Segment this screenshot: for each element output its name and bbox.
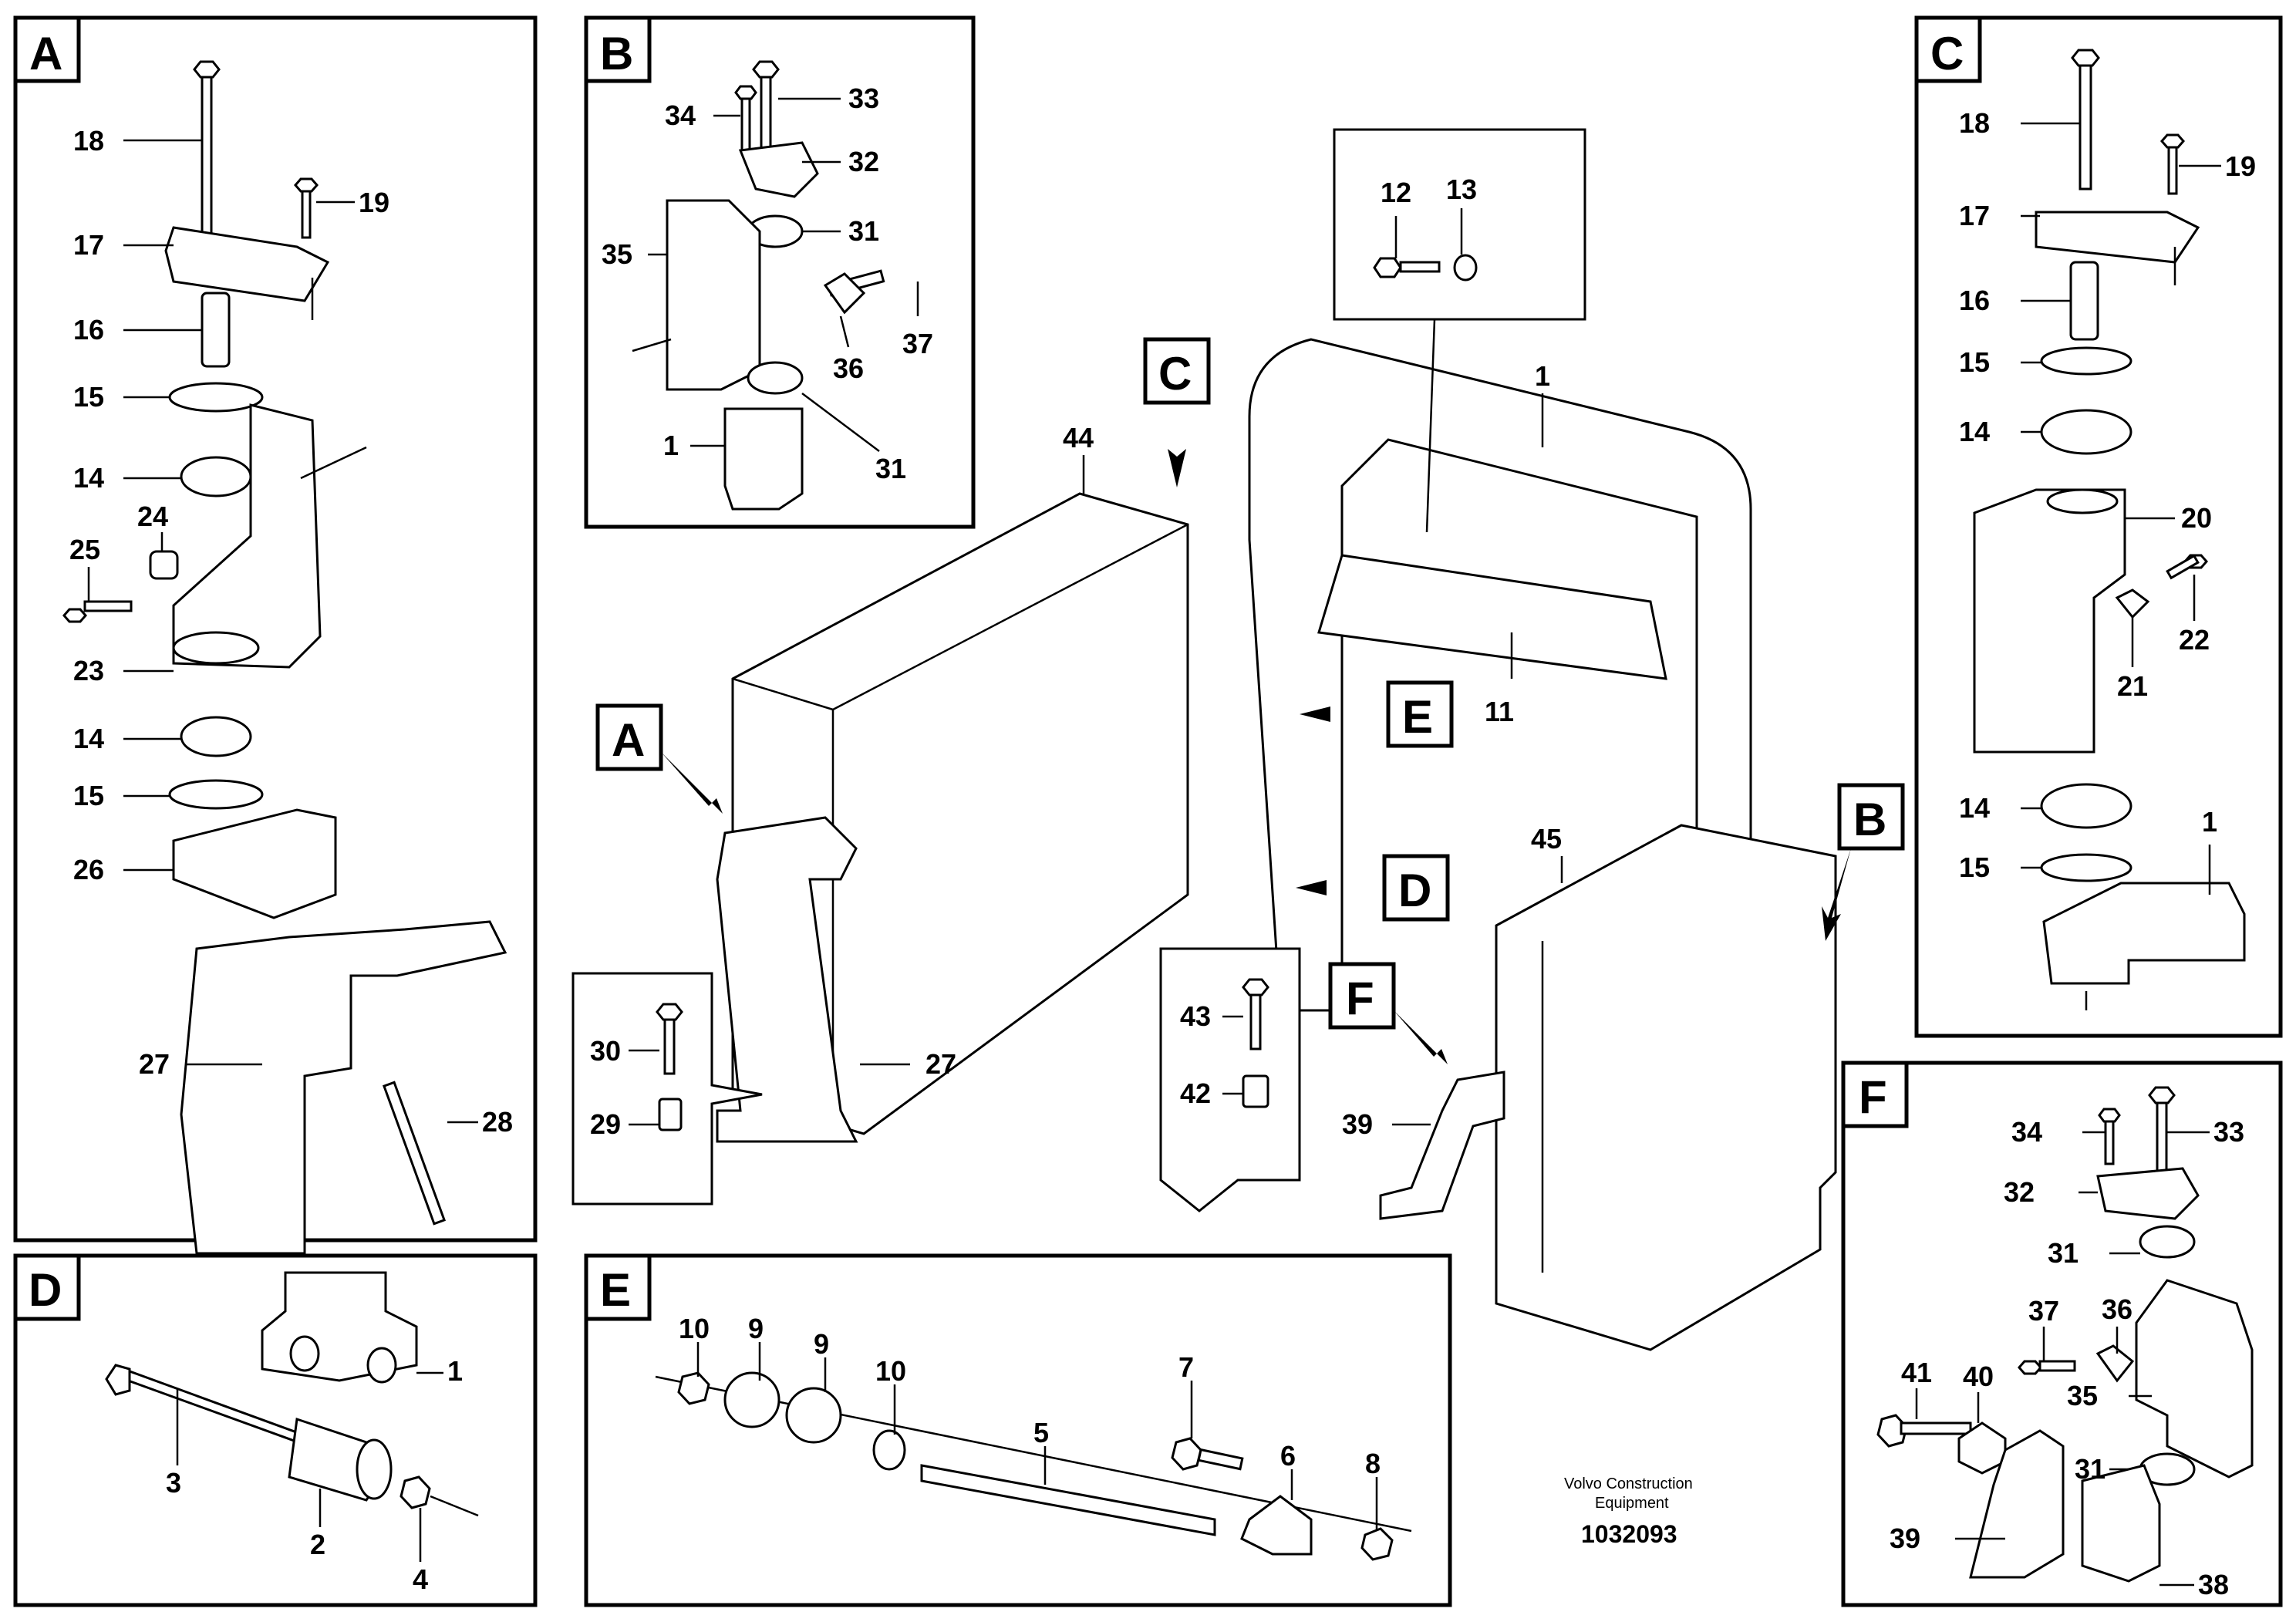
callout-d-3: 3 (166, 1467, 181, 1499)
main-label-b: B (1853, 794, 1886, 845)
callout-d-1: 1 (447, 1355, 463, 1387)
panel-d-label: D (29, 1264, 62, 1316)
callout-b-32: 32 (848, 146, 879, 177)
callout-e-9b: 9 (814, 1328, 829, 1360)
callout-c-14: 14 (1959, 416, 1990, 447)
callout-b-34: 34 (665, 99, 696, 131)
main-label-e: E (1402, 691, 1433, 743)
footer: Volvo Construction Equipment 1032093 (1564, 1475, 1693, 1548)
callout-a-27: 27 (139, 1048, 170, 1080)
callout-main-43: 43 (1180, 1000, 1211, 1032)
panel-e: E 10 9 9 10 5 7 6 8 (584, 1253, 1452, 1607)
callout-c-1: 1 (2202, 806, 2217, 838)
callout-e-7: 7 (1178, 1351, 1194, 1383)
panel-a: A (13, 15, 538, 1255)
callout-main-42: 42 (1180, 1077, 1211, 1109)
main-label-d: D (1398, 865, 1431, 916)
callout-c-15b: 15 (1959, 851, 1990, 883)
callout-b-31b: 31 (875, 453, 906, 484)
callout-a-23: 23 (73, 655, 104, 686)
callout-e-10: 10 (679, 1313, 710, 1344)
callout-a-18: 18 (73, 125, 104, 157)
callout-c-15: 15 (1959, 346, 1990, 378)
callout-a-17: 17 (73, 229, 104, 261)
callout-b-31: 31 (848, 215, 879, 247)
panel-a-label: A (29, 28, 62, 79)
callout-f-32: 32 (2004, 1176, 2035, 1208)
callout-f-37: 37 (2028, 1295, 2059, 1327)
callout-a-16: 16 (73, 314, 104, 346)
callout-b-37: 37 (902, 328, 933, 359)
callout-c-19: 19 (2225, 150, 2256, 182)
callout-b-1: 1 (663, 430, 679, 461)
callout-a-28: 28 (482, 1106, 513, 1138)
callout-main-30: 30 (590, 1035, 621, 1067)
panel-f-label: F (1859, 1071, 1887, 1123)
main-label-f: F (1346, 973, 1374, 1024)
panel-b: B 34 33 32 31 35 37 36 1 31 (584, 15, 976, 529)
callout-main-29: 29 (590, 1108, 621, 1140)
callout-b-36: 36 (833, 352, 864, 384)
callout-a-14b: 14 (73, 723, 104, 754)
callout-e-8: 8 (1365, 1448, 1381, 1479)
panel-c: C 18 19 17 16 15 14 20 (1914, 15, 2283, 1038)
callout-a-26: 26 (73, 854, 104, 885)
callout-a-14: 14 (73, 462, 104, 494)
panel-e-label: E (600, 1264, 631, 1316)
callout-main-13: 13 (1446, 174, 1477, 205)
callout-c-21: 21 (2117, 670, 2148, 702)
callout-f-34: 34 (2011, 1116, 2042, 1148)
callout-main-39: 39 (1342, 1108, 1373, 1140)
callout-b-35: 35 (602, 238, 632, 270)
panel-c-label: C (1930, 28, 1964, 79)
callout-c-20: 20 (2181, 502, 2212, 534)
callout-main-45: 45 (1531, 823, 1562, 855)
callout-f-31: 31 (2048, 1237, 2079, 1269)
callout-d-4: 4 (413, 1563, 428, 1595)
callout-e-5: 5 (1033, 1417, 1049, 1448)
callout-f-33: 33 (2213, 1116, 2244, 1148)
callout-b-33: 33 (848, 83, 879, 114)
callout-f-39: 39 (1890, 1523, 1920, 1554)
callout-f-38: 38 (2198, 1569, 2229, 1600)
callout-main-27: 27 (925, 1048, 956, 1080)
callout-main-1: 1 (1535, 360, 1550, 392)
panel-b-label: B (600, 28, 633, 79)
callout-c-16: 16 (1959, 285, 1990, 316)
callout-a-19: 19 (359, 187, 389, 218)
panel-f: F 34 33 32 31 37 36 35 41 (1841, 1061, 2283, 1607)
callout-f-36: 36 (2102, 1293, 2132, 1325)
callout-f-40: 40 (1963, 1361, 1994, 1392)
main-label-c: C (1158, 348, 1192, 400)
callout-main-11: 11 (1485, 696, 1514, 727)
callout-c-17: 17 (1959, 200, 1990, 231)
callout-main-12: 12 (1381, 177, 1411, 208)
panel-d: D 1 3 2 4 (13, 1253, 538, 1607)
main-label-a: A (612, 714, 645, 766)
callout-c-14b: 14 (1959, 792, 1990, 824)
callout-a-25: 25 (69, 534, 100, 565)
callout-f-41: 41 (1901, 1357, 1932, 1388)
callout-e-10b: 10 (875, 1355, 906, 1387)
callout-c-18: 18 (1959, 107, 1990, 139)
callout-a-24: 24 (137, 501, 168, 532)
main-assembly: C A E D B F 1 12 13 44 11 45 27 30 29 43… (571, 128, 1905, 1351)
callout-c-22: 22 (2179, 624, 2210, 656)
callout-d-2: 2 (310, 1529, 325, 1560)
callout-a-15b: 15 (73, 780, 104, 811)
callout-f-35: 35 (2067, 1380, 2098, 1411)
callout-f-31b: 31 (2075, 1453, 2106, 1485)
callout-e-6: 6 (1280, 1440, 1296, 1472)
footer-number: 1032093 (1581, 1520, 1677, 1548)
footer-company: Volvo Construction (1564, 1475, 1693, 1492)
callout-e-9: 9 (748, 1313, 764, 1344)
footer-company2: Equipment (1595, 1495, 1669, 1512)
callout-main-44: 44 (1063, 422, 1094, 454)
callout-a-15: 15 (73, 381, 104, 413)
